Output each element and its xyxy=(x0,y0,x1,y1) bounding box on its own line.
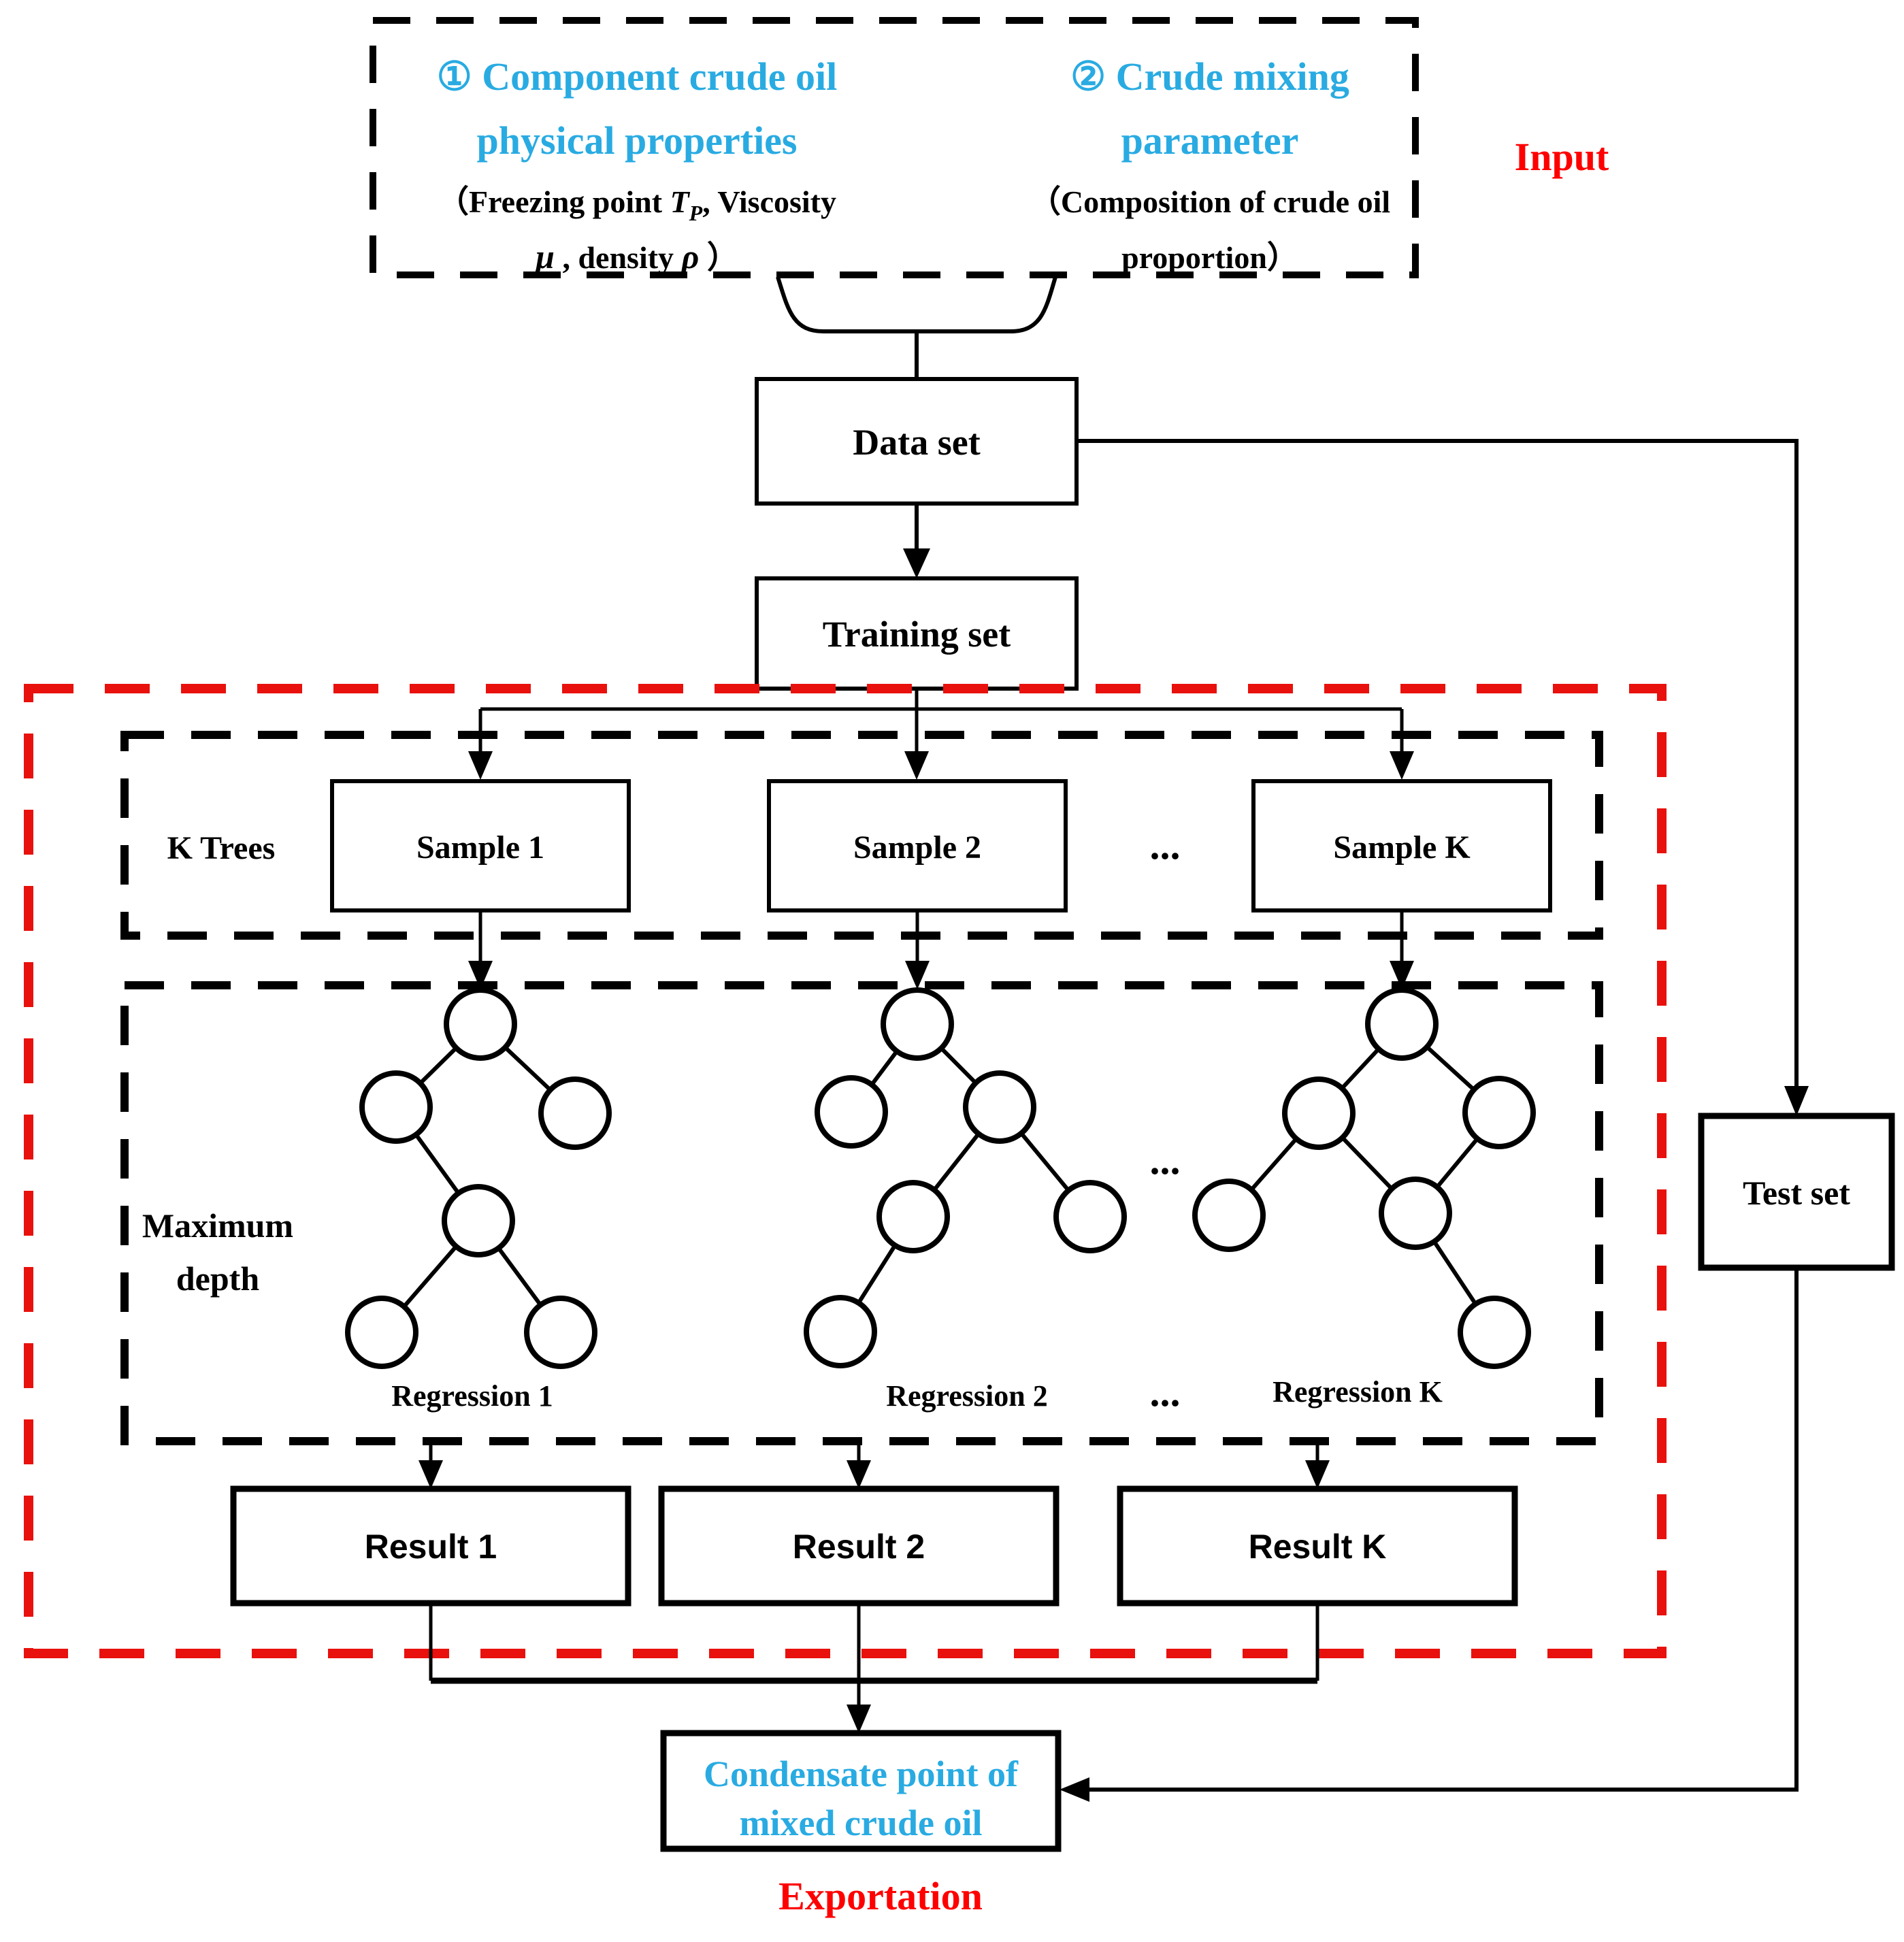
decision-tree-k xyxy=(1192,987,1536,1369)
arrowhead-treek xyxy=(1390,961,1414,989)
arrowhead-resultk xyxy=(1305,1460,1330,1489)
tree-node xyxy=(815,1075,888,1149)
tree-node xyxy=(1379,1176,1452,1250)
arrowhead-result1 xyxy=(418,1460,443,1489)
crude-mixing-detail-line2: proportion） xyxy=(1121,240,1298,275)
tree-node xyxy=(1053,1180,1127,1253)
result-2-label: Result 2 xyxy=(793,1528,925,1566)
tree-node xyxy=(876,1180,950,1253)
k-trees-label: K Trees xyxy=(167,830,276,866)
regressions-ellipsis: ... xyxy=(1150,1370,1181,1415)
tree-node xyxy=(1282,1076,1356,1150)
result-k-label: Result K xyxy=(1249,1528,1387,1566)
input-dashed-box xyxy=(370,17,1419,278)
tree-node xyxy=(442,1184,515,1257)
crude-mixing-title-line1: ② Crude mixing xyxy=(1070,54,1349,99)
tree-node xyxy=(1192,1179,1266,1252)
exportation-label: Exportation xyxy=(778,1874,983,1918)
arrowhead-tree2 xyxy=(905,961,930,989)
tree-node xyxy=(1458,1296,1531,1369)
sample-k-label: Sample K xyxy=(1333,829,1470,866)
condensate-point-box xyxy=(660,1730,1062,1852)
regression-k-label: Regression K xyxy=(1273,1375,1443,1409)
condensate-point-label-line2: mixed crude oil xyxy=(740,1803,983,1843)
dataset-to-testset-line xyxy=(1077,439,1799,1086)
crude-mixing-title-line2: parameter xyxy=(1121,118,1299,163)
component-oil-title-line2: physical properties xyxy=(477,118,798,163)
test-set-label: Test set xyxy=(1743,1174,1850,1212)
tree-node xyxy=(359,1070,433,1144)
regression-1-label: Regression 1 xyxy=(391,1379,553,1413)
tree-node xyxy=(538,1076,612,1150)
data-set-label: Data set xyxy=(853,422,980,463)
tree-node xyxy=(963,1070,1036,1144)
arrowhead-sample1 xyxy=(468,751,493,780)
decision-tree-2 xyxy=(804,987,1127,1368)
training-set-label: Training set xyxy=(823,614,1011,655)
samples-ellipsis: ... xyxy=(1150,823,1181,868)
decision-tree-1 xyxy=(345,987,612,1369)
arrowhead-sample2 xyxy=(904,751,929,780)
arrowhead-samplek xyxy=(1390,751,1414,780)
trees-ellipsis: ... xyxy=(1150,1138,1181,1183)
k-trees-dashed-box xyxy=(120,731,1603,940)
maximum-depth-label-line1: Maximum xyxy=(142,1206,293,1245)
funnel-connector xyxy=(776,276,1057,333)
component-oil-detail-line2: μ , density ρ ） xyxy=(534,237,738,276)
tree-node xyxy=(804,1295,877,1368)
regression-2-label: Regression 2 xyxy=(886,1379,1048,1413)
arrowhead-tree1 xyxy=(468,961,493,989)
tree-node xyxy=(1365,987,1439,1061)
tree-node xyxy=(345,1296,418,1369)
input-label: Input xyxy=(1515,135,1609,179)
sample-1-label: Sample 1 xyxy=(416,829,544,866)
tree-node xyxy=(881,987,954,1061)
tree-node xyxy=(444,987,517,1061)
arrowhead-training xyxy=(903,548,930,578)
maximum-depth-dashed-box xyxy=(120,981,1603,1445)
component-oil-title-line1: ① Component crude oil xyxy=(437,54,838,99)
crude-mixing-detail-line1: （Composition of crude oil xyxy=(1030,184,1390,219)
sample-2-label: Sample 2 xyxy=(853,829,981,866)
condensate-point-label-line1: Condensate point of xyxy=(704,1754,1019,1794)
arrowhead-output xyxy=(847,1705,871,1733)
testset-to-output-line xyxy=(1089,1268,1799,1792)
arrowhead-testset xyxy=(1784,1086,1809,1116)
arrowhead-output-left xyxy=(1060,1777,1089,1802)
tree-node xyxy=(524,1296,597,1369)
result-1-label: Result 1 xyxy=(365,1528,497,1566)
arrowhead-result2 xyxy=(847,1460,871,1489)
component-oil-detail-line1: （Freezing point TP, Viscosity xyxy=(438,184,836,225)
maximum-depth-label-line2: depth xyxy=(176,1260,259,1298)
tree-node xyxy=(1462,1076,1536,1149)
